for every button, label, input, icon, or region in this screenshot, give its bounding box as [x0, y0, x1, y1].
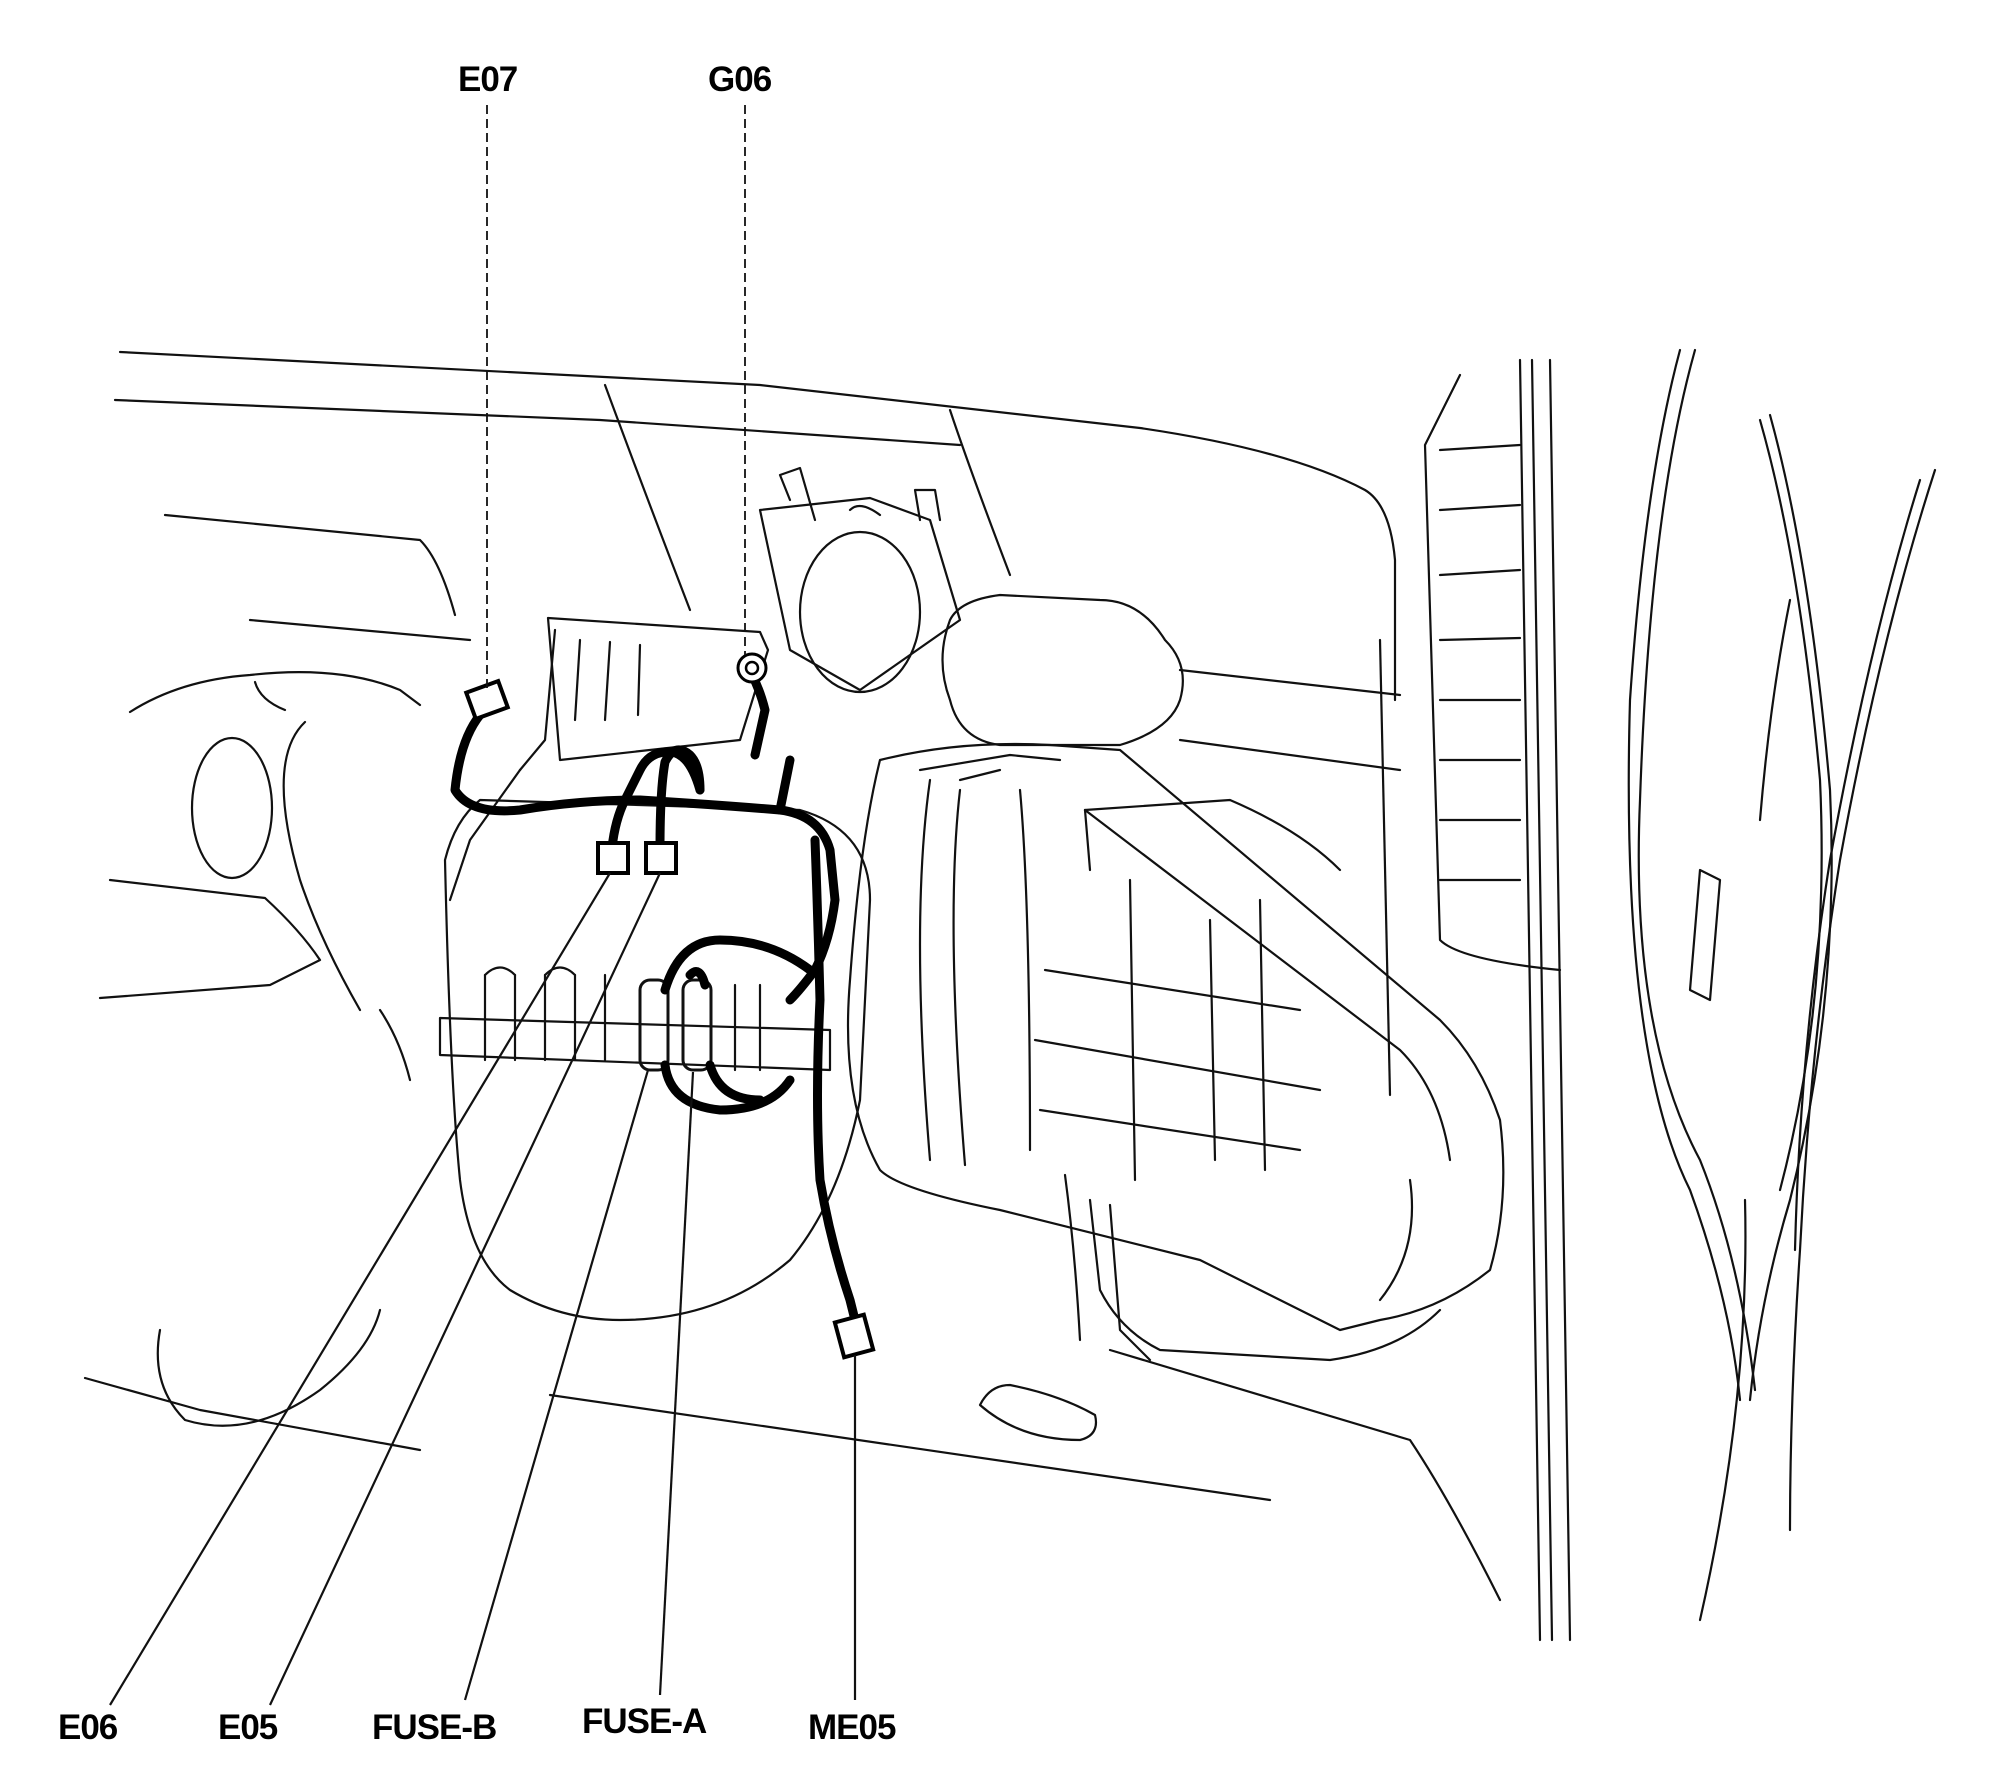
leader-e05 — [269, 872, 661, 1706]
lower-panel-outline — [548, 1173, 1502, 1602]
leader-e06 — [109, 872, 611, 1706]
steering-column-outline — [83, 671, 422, 1452]
connectors — [463, 652, 876, 1360]
label-e05: E05 — [218, 1708, 278, 1747]
leader-fuse-b — [463, 1069, 650, 1701]
label-e06: E06 — [58, 1708, 118, 1747]
label-fuse-a: FUSE-A — [582, 1702, 707, 1741]
label-e07: E07 — [458, 60, 518, 99]
label-fuse-b: FUSE-B — [372, 1708, 497, 1747]
leader-fuse-a — [658, 1071, 695, 1696]
dashboard-outline — [113, 350, 1402, 1097]
relay-box-outline — [448, 616, 770, 902]
door-pillar-outline — [1423, 348, 1937, 1642]
connector-me05 — [832, 1312, 876, 1360]
blower-housing-outline — [846, 742, 1505, 1362]
connector-e07 — [463, 678, 511, 722]
wiring-harness — [450, 670, 860, 1325]
connector-e05 — [644, 841, 678, 875]
label-me05: ME05 — [808, 1708, 896, 1747]
callout-leaders — [109, 105, 857, 1706]
label-g06: G06 — [708, 60, 772, 99]
air-duct-outline — [758, 466, 1184, 747]
fuse-block-outline — [438, 798, 872, 1322]
connector-e06 — [596, 841, 630, 875]
